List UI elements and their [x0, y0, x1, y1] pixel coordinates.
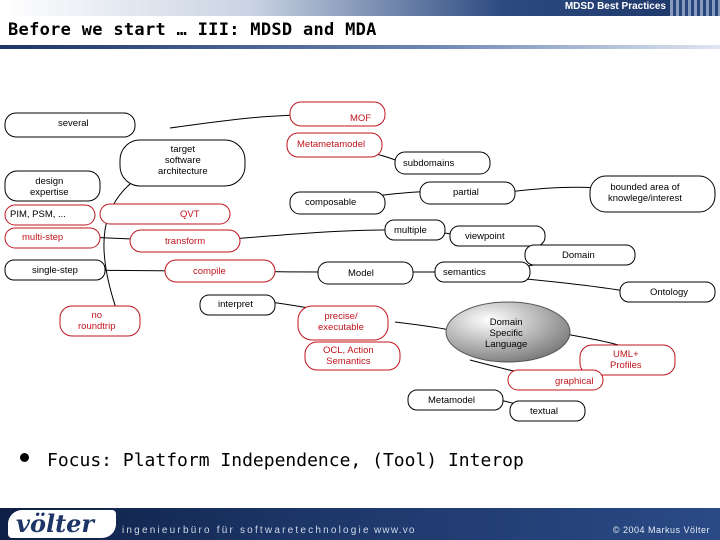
viewpoint-label: viewpoint [465, 231, 505, 242]
mof-box [289, 101, 386, 127]
ocl-label: OCL, Action Semantics [323, 345, 374, 367]
focus-text: Focus: Platform Independence, (Tool) Int… [47, 450, 524, 471]
banner-pattern [670, 0, 720, 16]
model-label: Model [348, 268, 374, 279]
semantics-label: semantics [443, 267, 486, 278]
footer-bar: völter ingenieurbüro für softwaretechnol… [0, 508, 720, 540]
uml-label: UML+ Profiles [610, 349, 642, 371]
ontology-box [619, 281, 716, 303]
semantics-box [434, 261, 531, 283]
precise-box [297, 305, 389, 341]
metametamodel-label: Metametamodel [297, 139, 366, 150]
multi-step-label: multi-step [22, 232, 64, 243]
textual-label: textual [530, 406, 558, 417]
domain-label: Domain [562, 250, 595, 261]
bounded-area-box [589, 175, 716, 213]
domain-box [524, 244, 636, 266]
mof-label: MOF [350, 113, 372, 124]
subdomains-box [394, 151, 491, 175]
target-arch-label: target software architecture [158, 144, 208, 177]
several-label: several [58, 118, 89, 129]
slide-title: Before we start … III: MDSD and MDA [8, 20, 377, 40]
transform-box [129, 229, 241, 253]
multi-step-box [4, 227, 101, 249]
viewpoint-box [449, 225, 546, 247]
brand-label: MDSD Best Practices [564, 1, 666, 12]
uml-box [579, 344, 676, 376]
graphical-label: graphical [555, 376, 594, 387]
partial-label: partial [453, 187, 479, 198]
qvt-box [99, 203, 231, 225]
model-box [317, 261, 414, 285]
pim-psm-box [4, 204, 96, 226]
target-arch-box [119, 139, 246, 187]
several-box [4, 112, 136, 138]
qvt-label: QVT [180, 209, 200, 220]
single-step-box [4, 259, 106, 281]
single-step-label: single-step [32, 265, 78, 276]
voelter-logo: völter [8, 509, 116, 538]
bullet-icon [20, 453, 29, 462]
transform-label: transform [165, 236, 206, 247]
compile-box [164, 259, 276, 283]
graphical-box [507, 369, 604, 391]
textual-box [509, 400, 586, 422]
design-expertise-label: design expertise [30, 176, 69, 198]
partial-box [419, 181, 516, 205]
composable-box [289, 191, 386, 215]
copyright-notice: © 2004 Markus Völter [612, 525, 710, 535]
precise-label: precise/ executable [318, 311, 364, 333]
no-roundtrip-box [59, 305, 141, 337]
pim-psm-label: PIM, PSM, ... [10, 209, 66, 220]
focus-bullet: Focus: Platform Independence, (Tool) Int… [20, 450, 524, 471]
ontology-label: Ontology [650, 287, 689, 298]
metametamodel-box [286, 132, 383, 158]
multiple-box [384, 219, 446, 241]
interpret-box [199, 294, 276, 316]
multiple-label: multiple [394, 225, 427, 236]
company-tagline: ingenieurbüro für softwaretechnologie [122, 525, 371, 536]
design-expertise-box [4, 170, 101, 202]
subdomains-label: subdomains [403, 158, 455, 169]
no-roundtrip-label: no roundtrip [78, 310, 116, 332]
composable-label: composable [305, 197, 357, 208]
metamodel-box [407, 389, 504, 411]
dsl-blob [445, 301, 571, 363]
metamodel-label: Metamodel [428, 395, 475, 406]
bounded-area-label: bounded area of knowlege/interest [608, 182, 682, 204]
interpret-label: interpret [218, 299, 253, 310]
ocl-box [304, 341, 401, 371]
dsl-label: Domain Specific Language [485, 317, 528, 350]
top-banner: MDSD Best Practices [0, 0, 720, 16]
title-rule [0, 45, 720, 49]
compile-label: compile [193, 266, 226, 277]
website-link[interactable]: www.vo [374, 525, 416, 536]
